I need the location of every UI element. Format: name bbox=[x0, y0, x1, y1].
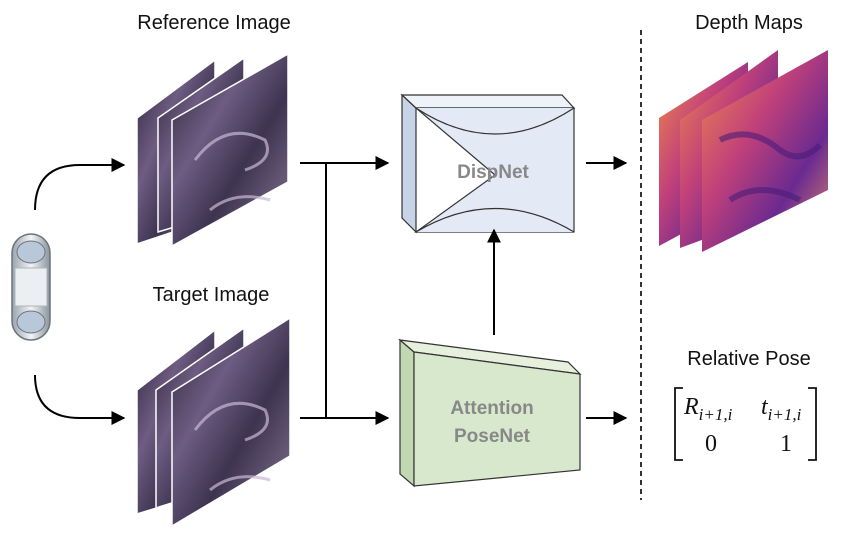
capsule-to-target-arrow bbox=[34, 374, 126, 425]
pose-matrix: Ri+1,i ti+1,i 0 1 bbox=[674, 387, 817, 461]
pose-t-base: t bbox=[761, 394, 769, 420]
capsule-to-reference-arrow bbox=[34, 158, 126, 211]
pose-r-sub: i+1,i bbox=[699, 405, 733, 424]
pose-one: 1 bbox=[780, 431, 792, 457]
target-image-label: Target Image bbox=[153, 284, 270, 306]
target-image-stack bbox=[136, 316, 291, 528]
pose-t-sub: i+1,i bbox=[768, 405, 802, 424]
relative-pose-label: Relative Pose bbox=[687, 348, 810, 370]
pose-r-base: R bbox=[683, 394, 699, 420]
depth-maps-stack bbox=[659, 50, 828, 252]
depth-maps-label: Depth Maps bbox=[695, 12, 803, 34]
svg-text:Ri+1,i: Ri+1,i bbox=[683, 394, 733, 424]
pose-zero: 0 bbox=[705, 431, 717, 457]
reference-image-stack bbox=[136, 52, 289, 248]
svg-text:ti+1,i: ti+1,i bbox=[761, 394, 802, 424]
posenet-label-line2: PoseNet bbox=[454, 426, 531, 447]
capsule-endoscope-icon bbox=[11, 233, 51, 341]
posenet-block bbox=[398, 338, 582, 488]
posenet-label-line1: Attention bbox=[450, 398, 533, 419]
dispnet-label: DispNet bbox=[457, 162, 529, 183]
reference-image-label: Reference Image bbox=[137, 12, 290, 34]
dispnet-block bbox=[400, 93, 576, 234]
